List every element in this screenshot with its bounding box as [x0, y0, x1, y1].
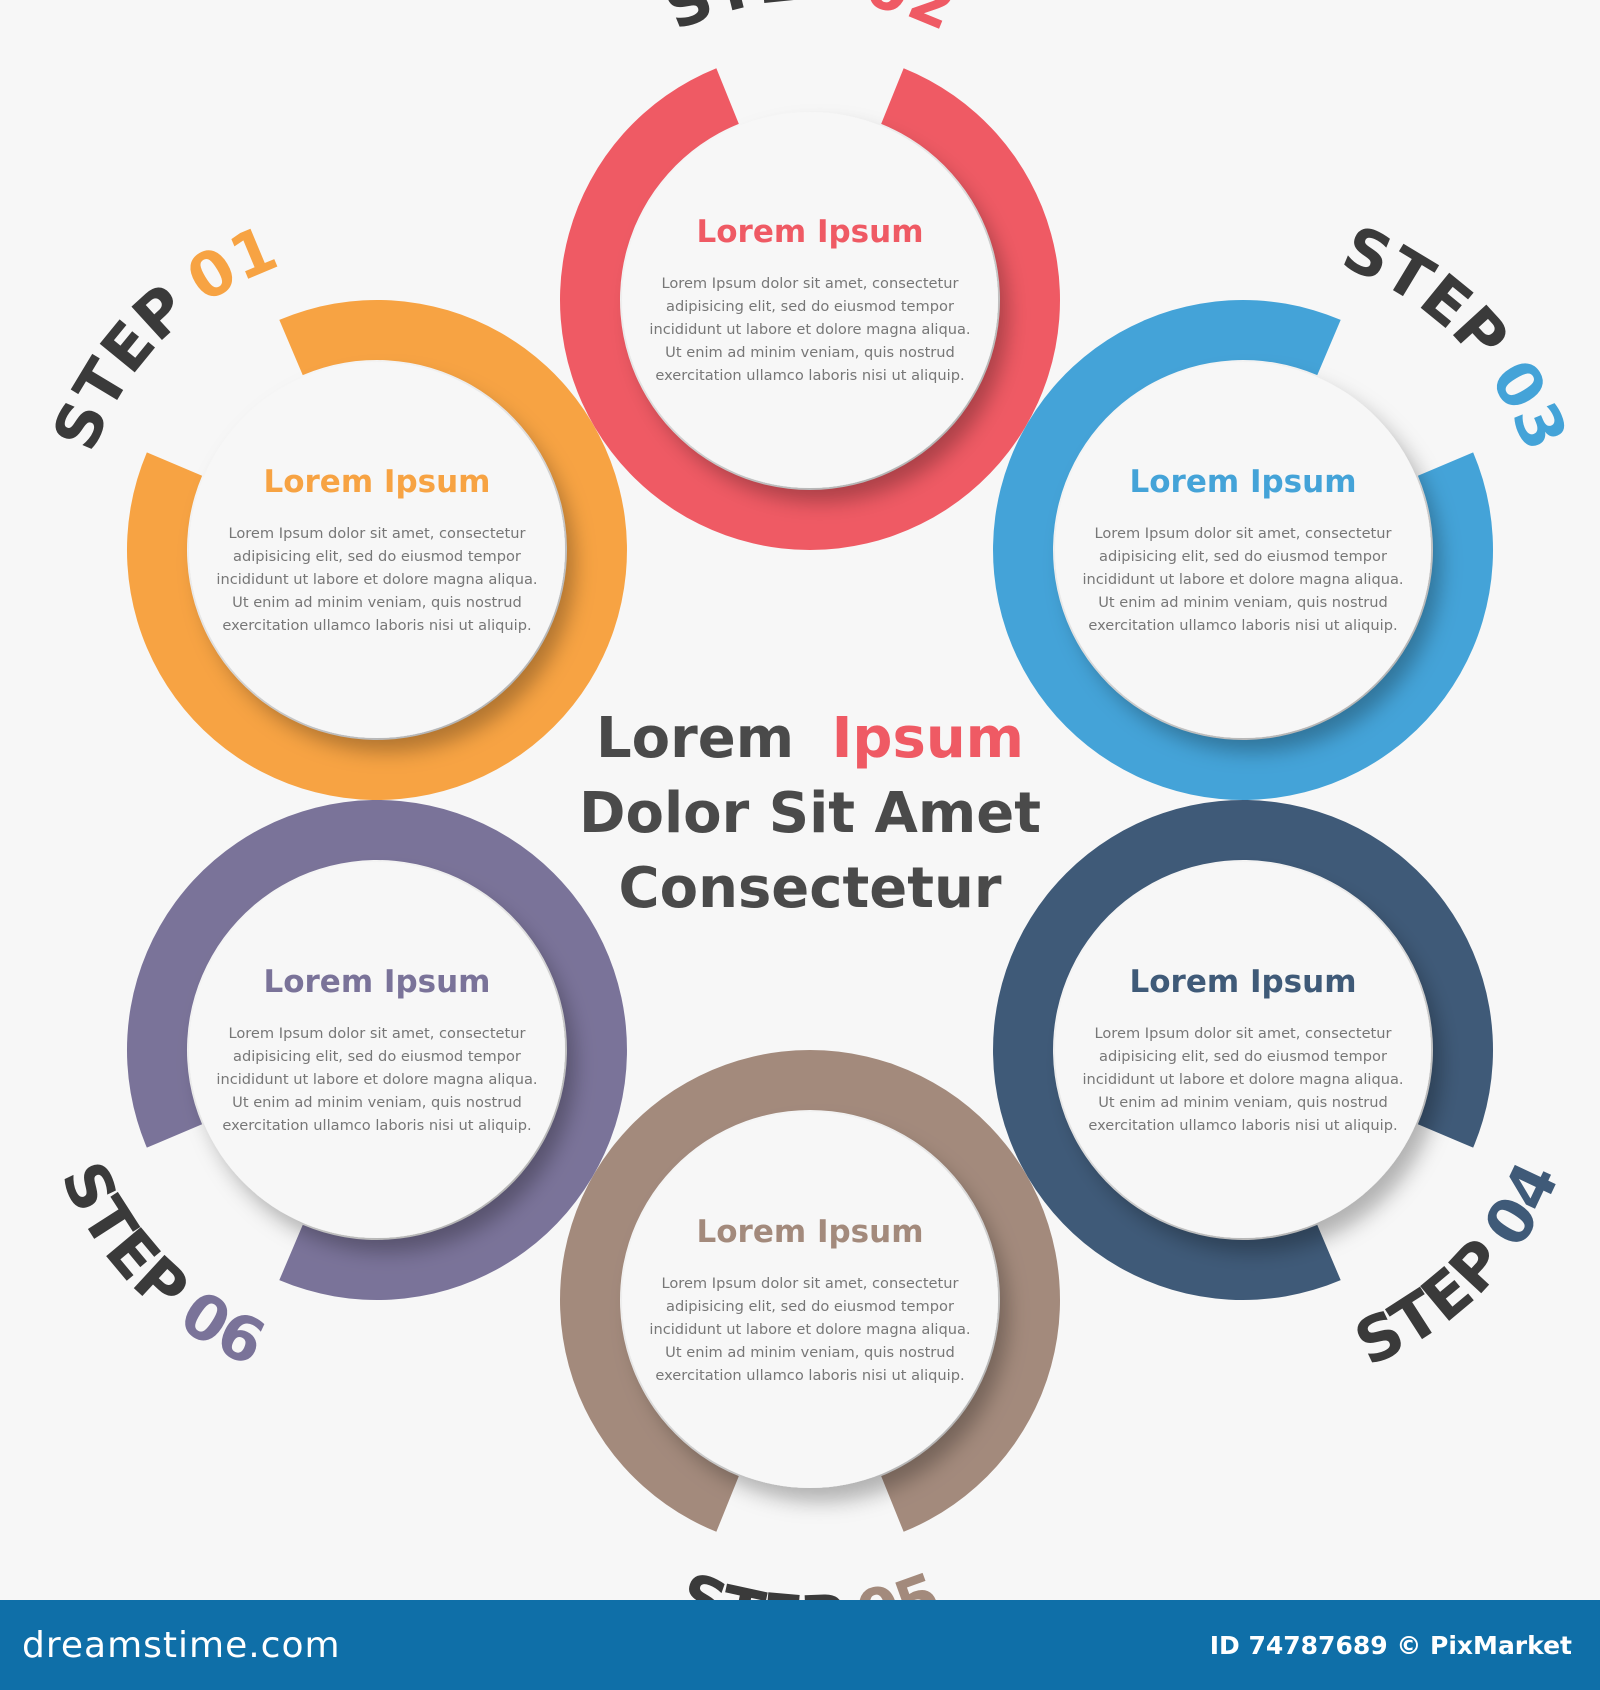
step-04-title: Lorem Ipsum: [1130, 964, 1357, 1000]
step-01-card: [188, 362, 565, 738]
step-02-card: [622, 112, 998, 488]
step-04-label-word: STEP: [1344, 1225, 1519, 1381]
step-02-label: STEP02: [654, 0, 966, 45]
step-05-card: [622, 1112, 998, 1488]
center-line-3: Consectetur: [619, 856, 1002, 921]
step-02-text-line: incididunt ut labore et dolore magna ali…: [649, 321, 970, 338]
step-04-label: STEP04: [1344, 1151, 1573, 1380]
step-02-label-word: STEP: [654, 0, 849, 45]
step-06-text-line: Ut enim ad minim veniam, quis nostrud: [232, 1094, 522, 1111]
step-05-text-line: incididunt ut labore et dolore magna ali…: [649, 1321, 970, 1338]
step-03-text-line: adipisicing elit, sed do eiusmod tempor: [1099, 548, 1387, 565]
step-01-text-line: Lorem Ipsum dolor sit amet, consectetur: [228, 525, 525, 542]
step-03-text-line: incididunt ut labore et dolore magna ali…: [1082, 571, 1403, 588]
step-04-text-line: Lorem Ipsum dolor sit amet, consectetur: [1094, 1025, 1391, 1042]
step-02-text-line: Ut enim ad minim veniam, quis nostrud: [665, 344, 955, 361]
brand-logo[interactable]: dreamstime.com: [22, 1624, 341, 1666]
step-06-text-line: adipisicing elit, sed do eiusmod tempor: [233, 1048, 521, 1065]
step-06-card: [188, 862, 565, 1238]
step-05-label-number: 05: [850, 1558, 950, 1600]
step-05-title: Lorem Ipsum: [696, 1214, 923, 1250]
step-05-text-line: adipisicing elit, sed do eiusmod tempor: [666, 1298, 954, 1315]
step-05-text-line: Lorem Ipsum dolor sit amet, consectetur: [661, 1275, 958, 1292]
center-heading: Lorem Ipsum Dolor Sit Amet Consectetur: [579, 706, 1041, 921]
step-03-text-line: Lorem Ipsum dolor sit amet, consectetur: [1094, 525, 1391, 542]
step-02-text-line: adipisicing elit, sed do eiusmod tempor: [666, 298, 954, 315]
step-06-title: Lorem Ipsum: [263, 964, 490, 1000]
step-06-text-line: exercitation ullamco laboris nisi ut ali…: [222, 1117, 531, 1134]
step-04-text-line: incididunt ut labore et dolore magna ali…: [1082, 1071, 1403, 1088]
center-line-1-word-1: Lorem: [596, 706, 794, 771]
step-04-card: [1055, 862, 1432, 1238]
step-01-text-line: adipisicing elit, sed do eiusmod tempor: [233, 548, 521, 565]
center-line-1-word-2: Ipsum: [832, 706, 1024, 771]
step-02-label-number: 02: [858, 0, 966, 45]
step-06-label: STEP06: [47, 1151, 276, 1380]
stock-id: ID 74787689 © PixMarket: [1209, 1630, 1572, 1660]
step-03-card: [1055, 362, 1432, 738]
step-03-text-line: Ut enim ad minim veniam, quis nostrud: [1098, 594, 1388, 611]
step-01-label-word: STEP: [38, 270, 201, 460]
center-line-2: Dolor Sit Amet: [579, 781, 1041, 846]
step-01-text-line: exercitation ullamco laboris nisi ut ali…: [222, 617, 531, 634]
step-03-label-number: 03: [1476, 348, 1581, 460]
step-01-title: Lorem Ipsum: [263, 464, 490, 500]
step-05-text-line: Ut enim ad minim veniam, quis nostrud: [665, 1344, 955, 1361]
step-02-title: Lorem Ipsum: [696, 214, 923, 250]
step-06-label-word: STEP: [47, 1151, 203, 1326]
footer-bar: dreamstime.com ID 74787689 © PixMarket: [0, 1600, 1600, 1690]
step-04-text-line: Ut enim ad minim veniam, quis nostrud: [1098, 1094, 1388, 1111]
step-06-text-line: incididunt ut labore et dolore magna ali…: [216, 1071, 537, 1088]
step-03-text-line: exercitation ullamco laboris nisi ut ali…: [1088, 617, 1397, 634]
step-01-label-number: 01: [175, 211, 287, 316]
step-04-text-line: exercitation ullamco laboris nisi ut ali…: [1088, 1117, 1397, 1134]
step-03-label-word: STEP: [1333, 211, 1523, 374]
step-05-label-word: STEP: [670, 1558, 847, 1600]
step-02-text-line: Lorem Ipsum dolor sit amet, consectetur: [661, 275, 958, 292]
step-05-text-line: exercitation ullamco laboris nisi ut ali…: [655, 1367, 964, 1384]
step-01-text-line: Ut enim ad minim veniam, quis nostrud: [232, 594, 522, 611]
step-06-text-line: Lorem Ipsum dolor sit amet, consectetur: [228, 1025, 525, 1042]
step-01-text-line: incididunt ut labore et dolore magna ali…: [216, 571, 537, 588]
step-02-text-line: exercitation ullamco laboris nisi ut ali…: [655, 367, 964, 384]
center-line-1: Lorem Ipsum: [596, 706, 1024, 771]
step-04-text-line: adipisicing elit, sed do eiusmod tempor: [1099, 1048, 1387, 1065]
step-05-label: STEP05: [670, 1558, 950, 1600]
step-03-title: Lorem Ipsum: [1130, 464, 1357, 500]
